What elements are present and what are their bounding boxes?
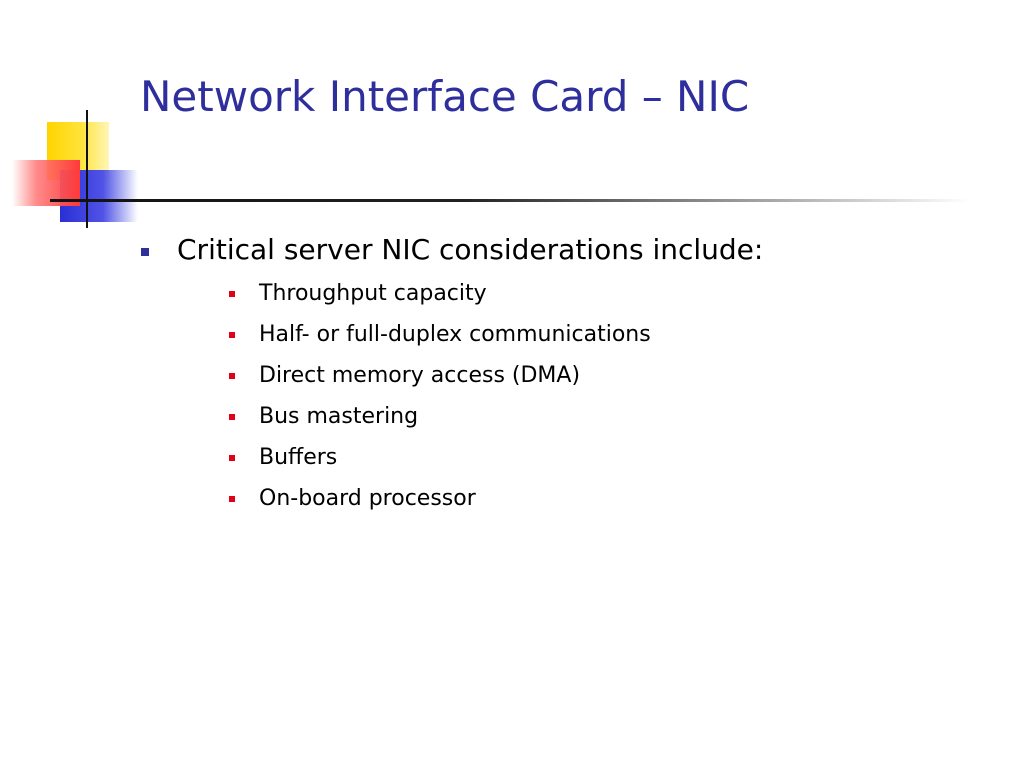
red-square-bullet-icon: [229, 496, 235, 502]
red-square-bullet-icon: [229, 373, 235, 379]
sub-bullet-item-buffers: Buffers: [221, 437, 994, 478]
sub-bullet-list: Throughput capacity Half- or full-duplex…: [177, 273, 994, 519]
colored-squares-graphic-icon: [0, 0, 150, 240]
sub-bullet-item-processor: On-board processor: [221, 478, 994, 519]
title-divider-line: [50, 199, 970, 202]
blue-square-bullet-icon: [141, 248, 149, 256]
red-square-bullet-icon: [229, 414, 235, 420]
sub-bullet-text: Bus mastering: [259, 404, 419, 429]
bullet-text: Critical server NIC considerations inclu…: [177, 233, 764, 266]
red-square-decoration: [12, 160, 80, 206]
bullet-item: Critical server NIC considerations inclu…: [140, 230, 994, 519]
sub-bullet-text: Buffers: [259, 445, 338, 470]
sub-bullet-item-dma: Direct memory access (DMA): [221, 355, 994, 396]
bullet-list: Critical server NIC considerations inclu…: [140, 230, 994, 519]
vertical-line-decoration: [86, 110, 88, 228]
sub-bullet-text: Throughput capacity: [259, 281, 487, 306]
slide-title: Network Interface Card – NIC: [140, 72, 750, 121]
red-square-bullet-icon: [229, 455, 235, 461]
sub-bullet-item-throughput: Throughput capacity: [221, 273, 994, 314]
red-square-bullet-icon: [229, 332, 235, 338]
sub-bullet-text: On-board processor: [259, 486, 476, 511]
sub-bullet-text: Half- or full-duplex communications: [259, 322, 651, 347]
red-square-bullet-icon: [229, 291, 235, 297]
sub-bullet-text: Direct memory access (DMA): [259, 363, 581, 388]
sub-bullet-item-bus-mastering: Bus mastering: [221, 396, 994, 437]
sub-bullet-item-duplex: Half- or full-duplex communications: [221, 314, 994, 355]
